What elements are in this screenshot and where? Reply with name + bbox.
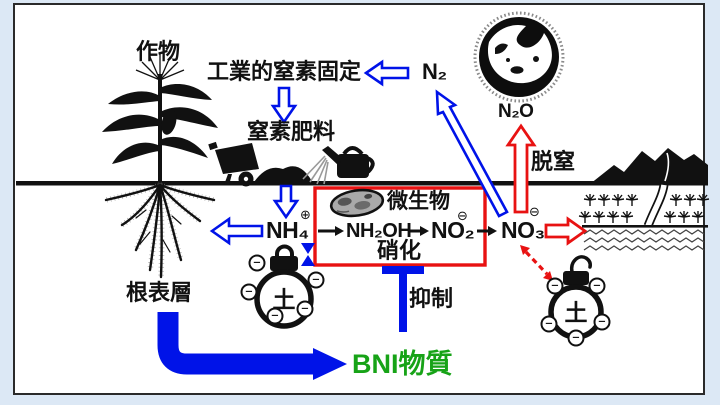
denitrification-label: 脱窒 [531, 149, 576, 174]
minus-charge-icon: ⊖ [529, 205, 540, 220]
nitrification-box [313, 186, 487, 267]
minus-charge-icon: ⊖ [457, 209, 468, 224]
arrow-nitrate-to-waterway [544, 216, 588, 246]
soil-minus-icon: − [266, 307, 284, 325]
earth-globe-icon [473, 11, 565, 103]
soil-label-right: 土 [564, 299, 588, 326]
arrow-roots-to-bni [157, 312, 347, 380]
n2o-label: N₂O [498, 101, 534, 122]
inhibition-label: 抑制 [409, 286, 454, 311]
crop-plant-icon [102, 52, 218, 279]
soil-minus-icon: − [307, 271, 325, 289]
reaction-arrows [318, 226, 497, 236]
arrow-fertilizer-to-ammonium [272, 184, 300, 220]
nitrite-label: NO₂ [431, 217, 475, 243]
n2-label: N₂ [422, 59, 447, 84]
soil-label-left: 土 [272, 286, 296, 313]
arrow-denitrification-to-n2o [505, 123, 537, 214]
ammonium-soil-exchange-arrows [301, 243, 315, 266]
mountains-icon [590, 148, 708, 184]
arrow-nitrate-to-n2 [435, 89, 509, 218]
microbes-label: 微生物 [387, 190, 450, 213]
nitrification-label: 硝化 [377, 238, 422, 263]
soil-minus-icon: − [540, 315, 558, 333]
nitrate-label: NO₃ [501, 217, 545, 243]
soil-minus-icon: − [546, 277, 564, 295]
ground-line [16, 181, 708, 186]
root-surface-label: 根表層 [126, 280, 193, 305]
arrow-ammonium-to-roots [209, 216, 264, 246]
soil-minus-icon: − [296, 300, 314, 318]
hydroxylamine-label: NH₂OH [346, 220, 412, 242]
soil-minus-icon: − [588, 277, 606, 295]
soil-minus-icon: − [248, 254, 266, 272]
bni-substance-label: BNI物質 [352, 349, 453, 379]
arrow-industrial-to-fertilizer [270, 86, 298, 125]
watering-can-icon [302, 146, 375, 185]
crop-label: 作物 [136, 39, 181, 64]
microbe-icon [329, 188, 385, 218]
nitrate-soil-dashed-arrow [520, 245, 553, 281]
soil-minus-icon: − [240, 283, 258, 301]
plus-charge-icon: ⊕ [300, 208, 311, 223]
fertilizer-mound-icon [252, 166, 314, 185]
ammonium-label: NH₄ [266, 217, 309, 243]
soil-minus-icon: − [593, 313, 611, 331]
wheelbarrow-icon [208, 141, 259, 187]
fertilizer-label: 窒素肥料 [247, 119, 336, 144]
industrial-fixation-label: 工業的窒素固定 [207, 59, 362, 84]
soil-minus-icon: − [567, 329, 585, 347]
arrow-n2-to-industrial [363, 59, 410, 87]
paddy-field-icon [578, 184, 710, 251]
inhibition-tbar [382, 266, 424, 332]
